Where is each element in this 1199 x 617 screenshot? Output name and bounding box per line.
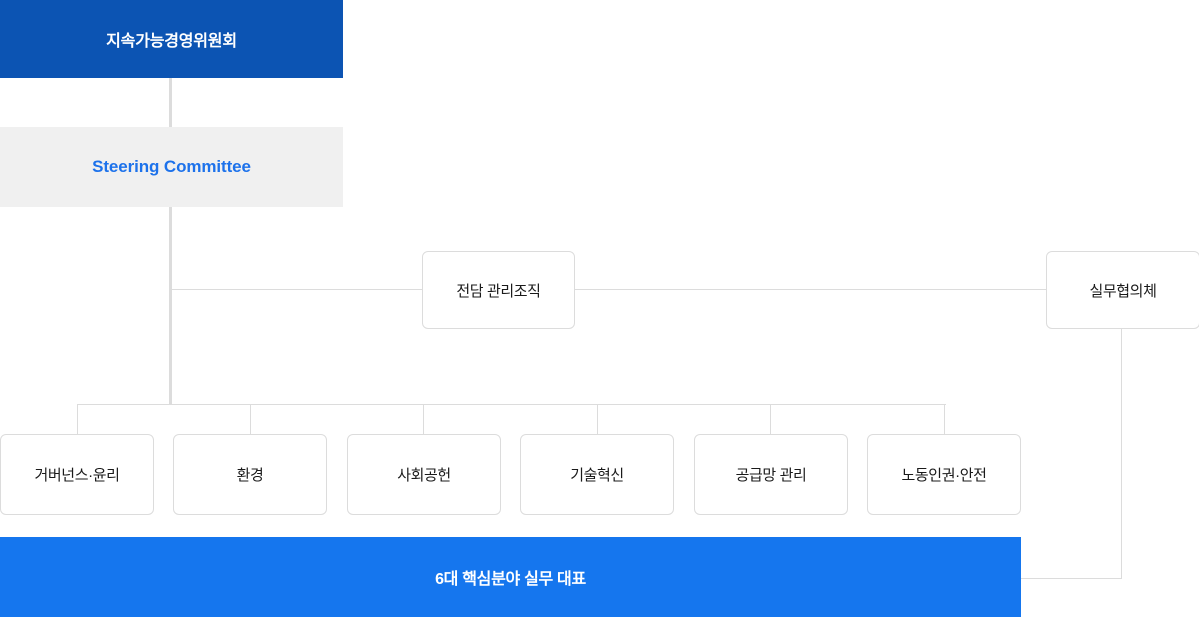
- node-core-area-environment[interactable]: 환경: [173, 434, 327, 515]
- node-core-area-social-contribution[interactable]: 사회공헌: [347, 434, 501, 515]
- node-management-organization[interactable]: 전담 관리조직: [422, 251, 575, 329]
- connector-council-to-bottom-bar: [1021, 578, 1122, 579]
- node-core-area-governance-ethics[interactable]: 거버넌스·윤리: [0, 434, 154, 515]
- connector-committee-to-steering: [169, 78, 172, 127]
- connector-drop-area-2: [250, 404, 251, 434]
- connector-trunk-to-management-org: [171, 289, 422, 290]
- node-working-council[interactable]: 실무협의체: [1046, 251, 1199, 329]
- node-core-area-labor-rights-safety[interactable]: 노동인권·안전: [867, 434, 1021, 515]
- connector-drop-area-5: [770, 404, 771, 434]
- connector-council-vertical: [1121, 329, 1122, 578]
- connector-drop-area-4: [597, 404, 598, 434]
- connector-drop-area-3: [423, 404, 424, 434]
- node-sustainability-committee[interactable]: 지속가능경영위원회: [0, 0, 343, 78]
- connector-steering-trunk: [169, 207, 172, 404]
- node-six-core-areas-working-representatives[interactable]: 6대 핵심분야 실무 대표: [0, 537, 1021, 617]
- connector-management-org-to-council: [575, 289, 1046, 290]
- node-steering-committee[interactable]: Steering Committee: [0, 127, 343, 207]
- connector-drop-area-1: [77, 404, 78, 434]
- node-core-area-supply-chain-management[interactable]: 공급망 관리: [694, 434, 848, 515]
- connector-branch-bar: [77, 404, 946, 405]
- node-core-area-technology-innovation[interactable]: 기술혁신: [520, 434, 674, 515]
- connector-drop-area-6: [944, 404, 945, 434]
